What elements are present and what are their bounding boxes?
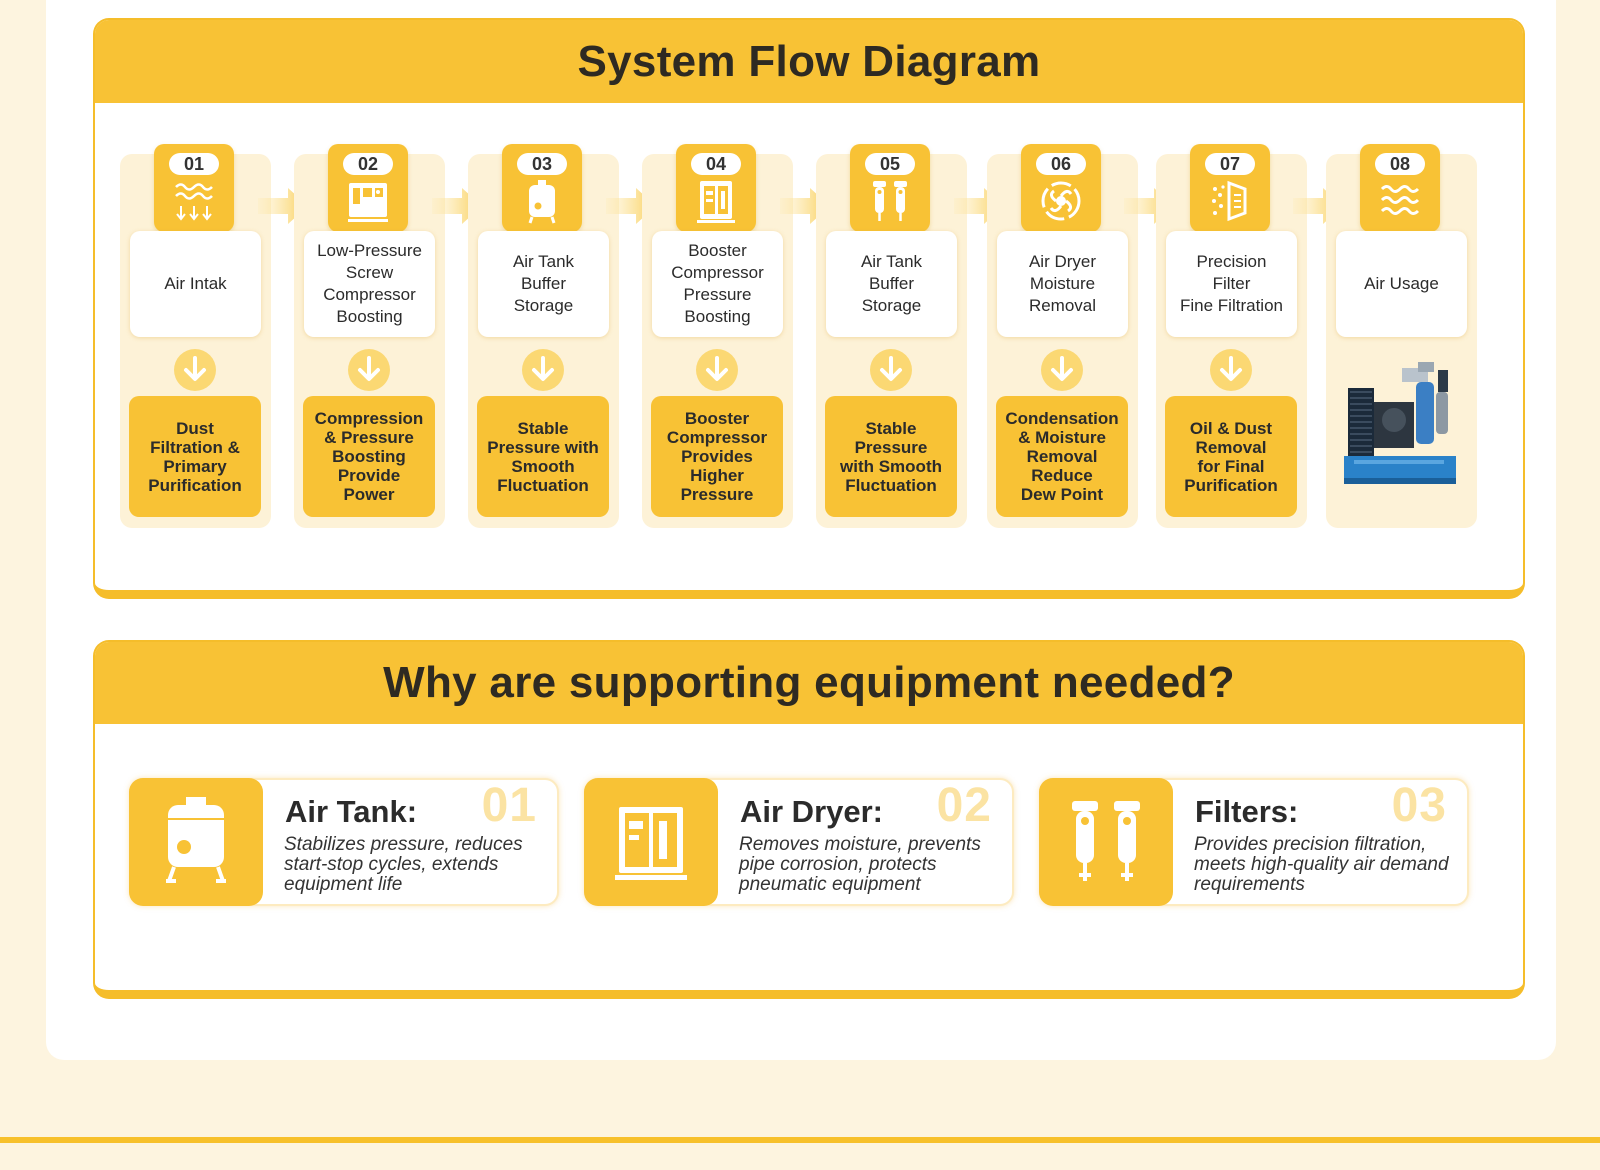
why-equipment-panel: Why are supporting equipment needed? 01 … [93,640,1525,999]
flow-step-6: 06 Air Dryer Moisture Removal Condensati… [987,144,1138,528]
air-usage-waves-icon [1380,185,1420,215]
step-number: 08 [1375,153,1425,175]
why-card-description: Stabilizes pressure, reduces start-stop … [284,834,523,895]
step-number: 06 [1036,153,1086,175]
air-dryer-icon [1041,181,1081,221]
flow-step-4: 04 Booster Compressor Pressure Boosting … [642,144,793,528]
step-badge: 07 [1190,144,1270,232]
flow-step-5: 05 Air Tank Buffer Storage Stable Pressu… [816,144,967,528]
flow-steps: 01 Air Intak Dust Filtration & Primary P… [95,20,1523,590]
system-flow-panel: System Flow Diagram 01 Air Intak Dust Fi… [93,18,1525,599]
why-card-number: 02 [936,779,992,832]
screw-compressor-icon [348,183,388,222]
why-card-title: Air Dryer: [740,794,883,829]
why-card-description: Removes moisture, prevents pipe corrosio… [739,834,981,895]
step-label: Air Tank Buffer Storage [478,231,609,337]
step-number: 01 [169,153,219,175]
step-label: Precision Filter Fine Filtration [1166,231,1297,337]
precision-filter-icon [1212,180,1247,222]
step-label: Low-Pressure Screw Compressor Boosting [304,231,435,337]
filter-pair-icon [1072,801,1140,881]
flow-step-3: 03 Air Tank Buffer Storage Stable Pressu… [468,144,619,528]
step-number: 07 [1205,153,1255,175]
filter-pair-icon [873,181,907,221]
air-dryer-cabinet-icon [615,807,687,880]
arrow-down-icon [1210,349,1252,391]
step-label: Air Intak [130,231,261,337]
step-number: 02 [343,153,393,175]
step-badge: 02 [328,144,408,232]
arrow-down-icon [522,349,564,391]
step-label: Booster Compressor Pressure Boosting [652,231,783,337]
why-card-title: Filters: [1195,794,1299,829]
step-label: Air Dryer Moisture Removal [997,231,1128,337]
flow-step-1: 01 Air Intak Dust Filtration & Primary P… [120,144,271,528]
step-badge: 03 [502,144,582,232]
why-card-number: 01 [481,779,537,832]
why-card-icon-box [584,778,718,906]
why-card-description: Provides precision filtration, meets hig… [1194,834,1449,895]
why-card-title: Air Tank: [285,794,418,829]
compressor-unit-image [1344,362,1456,484]
why-card-icon-box [1039,778,1173,906]
system-flow-title: System Flow Diagram [95,20,1523,103]
arrow-down-icon [696,349,738,391]
air-tank-icon [166,797,226,883]
why-equipment-title: Why are supporting equipment needed? [95,642,1523,724]
step-label: Air Usage [1336,231,1467,337]
step-badge: 05 [850,144,930,232]
arrow-down-icon [174,349,216,391]
footer-divider [0,1137,1600,1143]
step-badge: 08 [1360,144,1440,232]
step-badge: 06 [1021,144,1101,232]
why-card-filters: 03 Filters: Provides precision filtratio… [1039,778,1469,906]
step-description: Dust Filtration & Primary Purification [129,396,261,517]
arrow-down-icon [870,349,912,391]
why-card-air-tank: 01 Air Tank: Stabilizes pressure, reduce… [129,778,559,906]
step-description: Booster Compressor Provides Higher Press… [651,396,783,517]
why-card-icon-box [129,778,263,906]
step-label: Air Tank Buffer Storage [826,231,957,337]
flow-step-7: 07 Precision Filter Fine Filtration Oil … [1156,144,1307,528]
step-badge: 01 [154,144,234,232]
step-number: 04 [691,153,741,175]
flow-step-2: 02 Low-Pressure Screw Compressor Boostin… [294,144,445,528]
step-description: Stable Pressure with Smooth Fluctuation [825,396,957,517]
air-waves-icon [175,183,213,221]
arrow-down-icon [1041,349,1083,391]
step-description: Condensation & Moisture Removal Reduce D… [996,396,1128,517]
step-description: Stable Pressure with Smooth Fluctuation [477,396,609,517]
air-tank-icon [528,180,556,224]
booster-compressor-icon [697,181,735,223]
flow-step-8: 08 Air Usage [1326,144,1477,528]
why-card-air-dryer: 02 Air Dryer: Removes moisture, prevents… [584,778,1014,906]
why-card-number: 03 [1391,779,1447,832]
step-number: 03 [517,153,567,175]
step-badge: 04 [676,144,756,232]
step-number: 05 [865,153,915,175]
arrow-down-icon [348,349,390,391]
step-description: Oil & Dust Removal for Final Purificatio… [1165,396,1297,517]
step-description: Compression & Pressure Boosting Provide … [303,396,435,517]
